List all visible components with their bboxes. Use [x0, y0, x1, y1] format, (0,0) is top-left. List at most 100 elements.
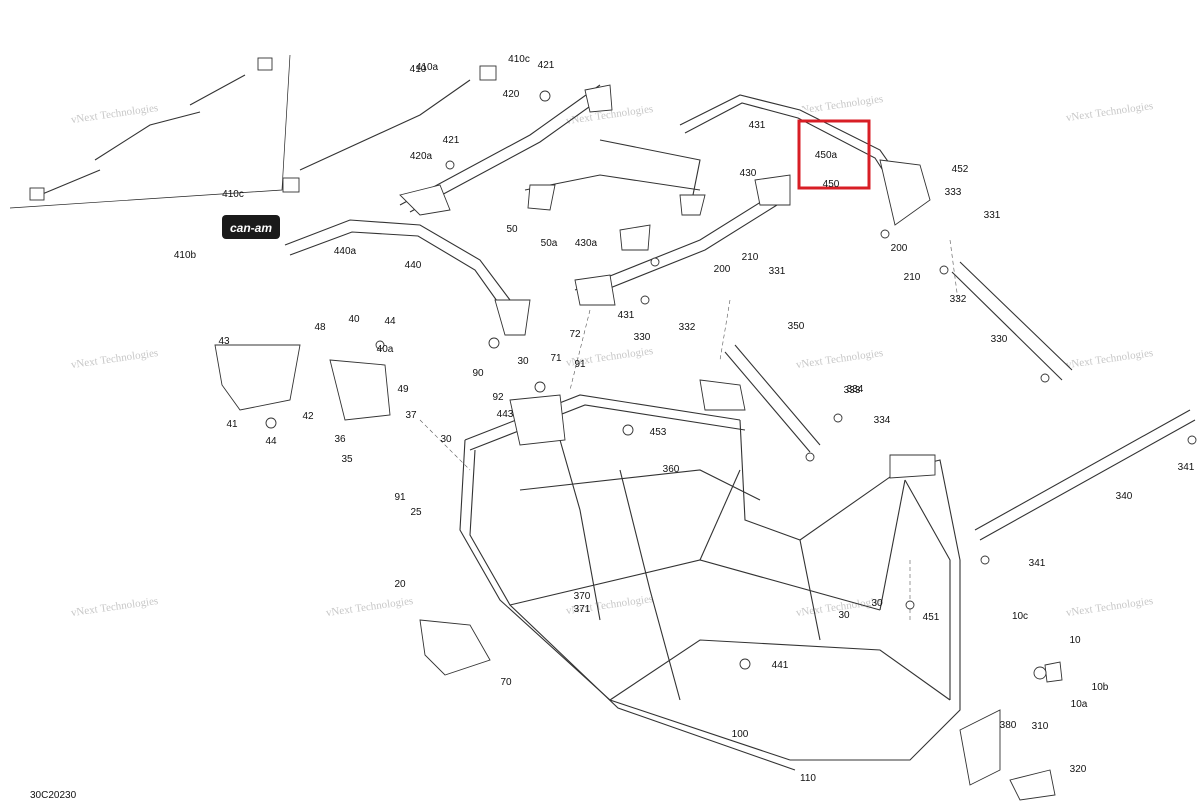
- watermark: vNext Technologies: [70, 347, 159, 371]
- watermark: vNext Technologies: [795, 347, 884, 371]
- callout-label: 350: [788, 321, 805, 332]
- callout-label: 370: [574, 591, 591, 602]
- callout-label: 360: [663, 464, 680, 475]
- callout-label: 200: [714, 264, 731, 275]
- callout-label: 431: [618, 310, 635, 321]
- callout-label: 110: [800, 773, 816, 784]
- callout-label: 430: [740, 168, 757, 179]
- callout-label: 332: [679, 322, 696, 333]
- callout-label: 333: [844, 385, 861, 396]
- svg-text:vNext Technologies: vNext Technologies: [70, 595, 159, 619]
- callout-label: 72: [569, 329, 581, 340]
- watermark: vNext Technologies: [1065, 595, 1154, 619]
- callout-label: 341: [1029, 558, 1046, 569]
- highlight-box: [797, 119, 871, 190]
- callout-label: 440: [405, 260, 422, 271]
- callout-label: 451: [923, 612, 940, 623]
- callout-label: 410c: [222, 189, 244, 200]
- callout-label: 30: [871, 598, 883, 609]
- svg-text:vNext Technologies: vNext Technologies: [1065, 347, 1154, 371]
- callout-label: 10b: [1092, 682, 1109, 693]
- callout-label: 330: [991, 334, 1008, 345]
- callout-label: 452: [952, 164, 969, 175]
- callout-label: 44: [384, 316, 396, 327]
- can-am-badge: can-am: [222, 215, 280, 239]
- svg-text:vNext Technologies: vNext Technologies: [70, 347, 159, 371]
- callout-label: 441: [772, 660, 789, 671]
- callout-label: 341: [1178, 462, 1195, 473]
- svg-text:vNext Technologies: vNext Technologies: [1065, 100, 1154, 124]
- callout-label: 450: [823, 179, 840, 190]
- watermark: vNext Technologies: [325, 595, 414, 619]
- callout-label: 44: [265, 436, 277, 447]
- callout-label: 70: [500, 677, 512, 688]
- callout-label: 431: [749, 120, 766, 131]
- callout-label: 90: [472, 368, 484, 379]
- callout-label: 380: [1000, 720, 1017, 731]
- panel-outline: [9, 54, 291, 209]
- callout-label: 30: [838, 610, 850, 621]
- callout-label: 50: [506, 224, 518, 235]
- callout-label: 71: [550, 353, 562, 364]
- callout-label: 420a: [410, 151, 433, 162]
- svg-text:vNext Technologies: vNext Technologies: [795, 347, 884, 371]
- callout-label: 421: [443, 135, 460, 146]
- callout-label: 330: [634, 332, 651, 343]
- callout-label: 30: [440, 434, 452, 445]
- svg-text:vNext Technologies: vNext Technologies: [70, 102, 159, 126]
- callout-label: 37: [405, 410, 417, 421]
- callout-label: 340: [1116, 491, 1133, 502]
- callout-label: 310: [1032, 721, 1049, 732]
- callout-label: 453: [650, 427, 667, 438]
- callout-label: 320: [1070, 764, 1087, 775]
- callout-label: 41: [226, 419, 238, 430]
- callout-label: 420: [503, 89, 520, 100]
- callout-label: 371: [574, 604, 591, 615]
- watermark: vNext Technologies: [70, 595, 159, 619]
- callout-label: 20: [394, 579, 406, 590]
- callout-label: 443: [497, 409, 514, 420]
- callout-label: 333: [945, 187, 962, 198]
- callout-label: 430a: [575, 238, 598, 249]
- callout-label: 43: [218, 336, 230, 347]
- callout-label: 42: [302, 411, 314, 422]
- callout-label: 100: [732, 729, 749, 740]
- callout-label: 92: [492, 392, 504, 403]
- callout-label: 40a: [377, 344, 394, 355]
- callout-label: 40: [348, 314, 360, 325]
- callout-label: 50a: [541, 238, 558, 249]
- callout-label: 91: [394, 492, 406, 503]
- callout-label: 10a: [1071, 699, 1088, 710]
- watermark: vNext Technologies: [1065, 100, 1154, 124]
- callout-label: 35: [341, 454, 353, 465]
- callout-label: 48: [314, 322, 326, 333]
- callout-label: 440a: [334, 246, 357, 257]
- callout-label: 210: [742, 252, 759, 263]
- callout-label: 10c: [1012, 611, 1028, 622]
- svg-text:vNext Technologies: vNext Technologies: [325, 595, 414, 619]
- callout-label: 410: [410, 64, 427, 75]
- callout-label: 450a: [815, 150, 838, 161]
- callout-label: 210: [904, 272, 921, 283]
- main-frame: [459, 379, 961, 771]
- fasteners: [265, 90, 1197, 680]
- callout-label: 421: [538, 60, 555, 71]
- callout-label: 334: [874, 415, 891, 426]
- callout-label: 10: [1069, 635, 1081, 646]
- line-art: [9, 54, 1196, 801]
- callout-label: 91: [574, 359, 586, 370]
- callout-label: 410c: [508, 54, 530, 65]
- callout-label: 30: [517, 356, 529, 367]
- watermark: vNext Technologies: [70, 102, 159, 126]
- callout-label: 25: [410, 507, 422, 518]
- callout-label: 410a: [416, 62, 439, 73]
- callout-label: 332: [950, 294, 967, 305]
- callout-label: 331: [769, 266, 786, 277]
- callout-label: 49: [397, 384, 409, 395]
- watermark: vNext Technologies: [1065, 347, 1154, 371]
- callout-label: 36: [334, 434, 346, 445]
- callout-label: 331: [984, 210, 1001, 221]
- diagram-code: 30C20230: [30, 790, 77, 801]
